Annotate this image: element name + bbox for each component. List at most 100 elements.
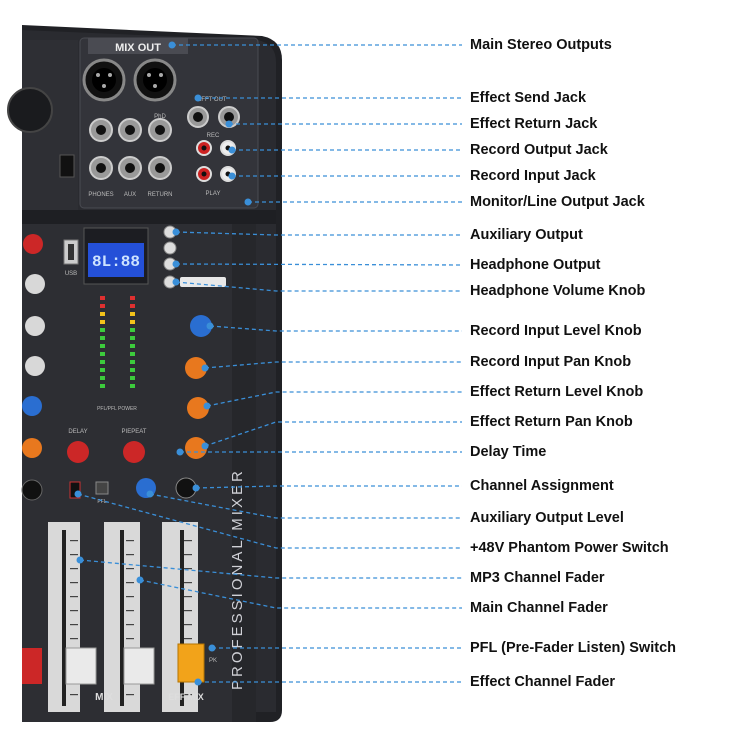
meter-led — [130, 368, 135, 372]
phantom-power-switch[interactable] — [69, 481, 81, 499]
main-fader-cap[interactable] — [123, 647, 155, 685]
return-jack[interactable] — [148, 156, 172, 180]
brand-text: PROFESSIONAL MIXER — [229, 468, 246, 690]
leader-main-channel-fader — [139, 579, 462, 609]
leader-dot-headphone-output — [172, 260, 180, 268]
fader-tick — [126, 638, 134, 640]
xlr-jack-left[interactable] — [82, 58, 126, 102]
fader-tick — [126, 610, 134, 612]
jack-row1-3[interactable] — [148, 118, 172, 142]
callout-record-output-jack: Record Output Jack — [470, 142, 608, 158]
meter-led — [100, 320, 105, 324]
left-channel-knobs — [21, 234, 45, 501]
fader-tick — [184, 540, 192, 542]
fader-tick — [184, 554, 192, 556]
effect-return-pan-knob[interactable] — [185, 437, 207, 459]
fader-tick — [184, 582, 192, 584]
meter-led — [130, 352, 135, 356]
left-knob-white-1[interactable] — [25, 274, 45, 294]
efft-out-label: EFFT OUT — [197, 97, 227, 103]
meter-led — [100, 352, 105, 356]
leader-dot-auxiliary-output — [172, 228, 180, 236]
fader-tick — [184, 694, 192, 696]
jack-row1-1[interactable] — [89, 118, 113, 142]
fader-tick — [70, 554, 78, 556]
fader-tick — [126, 582, 134, 584]
mixer-body — [7, 25, 282, 722]
aux-jack[interactable] — [118, 156, 142, 180]
leader-phantom-power-switch — [77, 493, 462, 549]
return-label: RETURN — [148, 192, 173, 198]
pfl-power-label: PFL/PFL POWER — [97, 406, 137, 412]
fader-tick — [70, 540, 78, 542]
leader-effect-return-level-knob — [206, 391, 462, 407]
leader-dot-auxiliary-output-level — [146, 490, 154, 498]
callout-record-input-pan-knob: Record Input Pan Knob — [470, 354, 632, 370]
mp3-fader-cap[interactable] — [65, 647, 97, 685]
led-meter — [100, 296, 135, 388]
fader-tick — [126, 568, 134, 570]
leader-dot-monitor-line-output-jack — [244, 198, 252, 206]
left-fader-cap[interactable] — [22, 648, 42, 684]
left-knob-white-3[interactable] — [25, 356, 45, 376]
callout-mp3-channel-fader: MP3 Channel Fader — [470, 570, 605, 586]
record-output-rca-red[interactable] — [196, 140, 212, 156]
phd-label: PhD — [154, 114, 166, 120]
leader-dot-effect-send-jack — [194, 94, 202, 102]
leader-dot-main-channel-fader — [136, 576, 144, 584]
fader-tick — [126, 624, 134, 626]
meter-led — [100, 312, 105, 316]
leader-effect-return-pan-knob — [204, 421, 462, 447]
record-input-level-knob[interactable] — [190, 315, 212, 337]
callout-delay-time: Delay Time — [470, 444, 547, 460]
bt-badge — [180, 277, 226, 287]
repeat-knob[interactable] — [123, 441, 145, 463]
leader-dot-record-input-jack — [228, 172, 236, 180]
jack-row1-2[interactable] — [118, 118, 142, 142]
leader-dots — [74, 41, 252, 686]
mp3-button-2[interactable] — [163, 241, 177, 255]
record-input-rca-red[interactable] — [196, 166, 212, 182]
meter-led — [100, 360, 105, 364]
left-knob-blue[interactable] — [22, 396, 42, 416]
meter-led — [100, 384, 105, 388]
callout-pfl-switch: PFL (Pre-Fader Listen) Switch — [470, 640, 676, 656]
callout-monitor-line-output-jack: Monitor/Line Output Jack — [470, 194, 645, 210]
callout-effect-return-pan-knob: Effect Return Pan Knob — [470, 414, 633, 430]
delay-label: DELAY — [68, 429, 87, 435]
callout-record-input-level-knob: Record Input Level Knob — [470, 323, 642, 339]
leader-dot-phantom-power-switch — [74, 490, 82, 498]
fader-tracks — [48, 522, 198, 712]
effect-return-level-knob[interactable] — [187, 397, 209, 419]
mix-label: MIX — [95, 692, 113, 703]
leader-dot-channel-assignment — [192, 484, 200, 492]
fader-tick — [70, 638, 78, 640]
left-knob-white-2[interactable] — [25, 316, 45, 336]
fader-tick — [184, 638, 192, 640]
left-knob-red-1[interactable] — [23, 234, 43, 254]
callout-record-input-jack: Record Input Jack — [470, 168, 596, 184]
leader-record-input-level-knob — [209, 325, 462, 332]
fader-tick — [184, 610, 192, 612]
pfl-switch-mini[interactable] — [95, 481, 109, 495]
record-input-pan-knob[interactable] — [185, 357, 207, 379]
meter-led — [100, 336, 105, 340]
phones-jack[interactable] — [89, 156, 113, 180]
left-knob-orange[interactable] — [22, 438, 42, 458]
leader-dot-delay-time — [176, 448, 184, 456]
effect-fader-cap[interactable] — [177, 643, 205, 683]
fader-tick — [70, 624, 78, 626]
left-knob-black[interactable] — [21, 479, 43, 501]
leader-headphone-output — [175, 263, 463, 266]
usb-label: USB — [65, 271, 77, 277]
delay-knob[interactable] — [67, 441, 89, 463]
meter-led — [130, 360, 135, 364]
xlr-jack-right[interactable] — [133, 58, 177, 102]
repeat-label: PIEPEAT — [122, 429, 147, 435]
leader-dot-headphone-volume-knob — [172, 278, 180, 286]
effect-send-jack[interactable] — [187, 106, 209, 128]
meter-led — [130, 376, 135, 380]
callout-main-stereo-outputs: Main Stereo Outputs — [470, 37, 612, 53]
fader-tick — [70, 596, 78, 598]
